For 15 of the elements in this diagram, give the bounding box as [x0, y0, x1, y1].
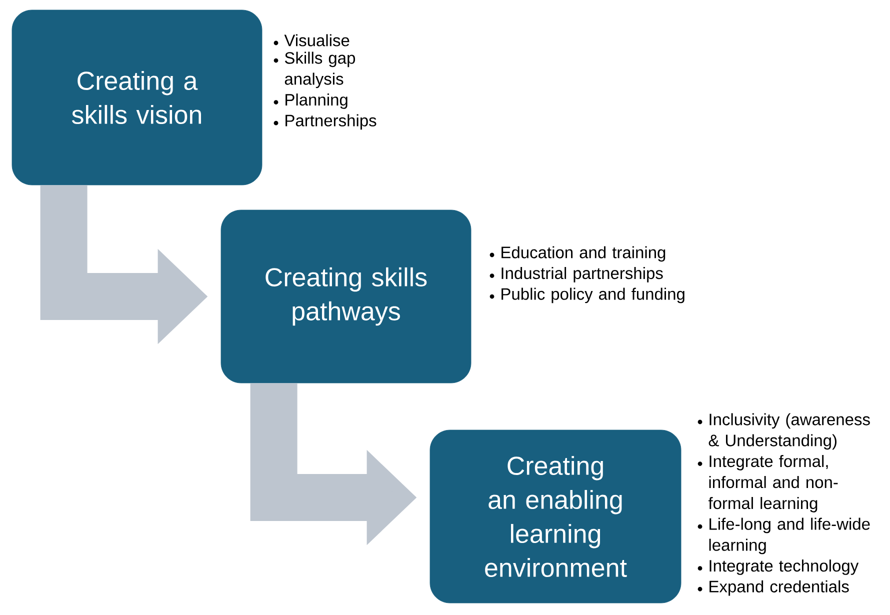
- bullet-item: Planning: [286, 94, 348, 109]
- bullet-item: Skills gap analysis: [284, 52, 356, 88]
- bullet-item: Partnerships: [286, 114, 376, 130]
- process-box: Creating an enabling learning environment: [430, 430, 682, 604]
- bullet-item: Expand credentials: [710, 580, 849, 596]
- process-box: Creating skills pathways: [220, 210, 472, 384]
- process-box: Creating a skills vision: [12, 10, 262, 186]
- bullet-item: Integrate formal, informal and non-formal learning: [708, 455, 838, 512]
- bullet-item: Integrate technology: [710, 560, 859, 575]
- bullet-item: Visualise: [284, 34, 350, 46]
- bullet-item: Education and training: [502, 246, 666, 262]
- bullet-item: Public policy and funding: [502, 288, 684, 304]
- bullet-item: Life-long and life-wide learning: [709, 518, 870, 554]
- bullet-item: Inclusivity (awareness & Understanding): [708, 413, 870, 450]
- bullet-item: Industrial partnerships: [502, 267, 663, 282]
